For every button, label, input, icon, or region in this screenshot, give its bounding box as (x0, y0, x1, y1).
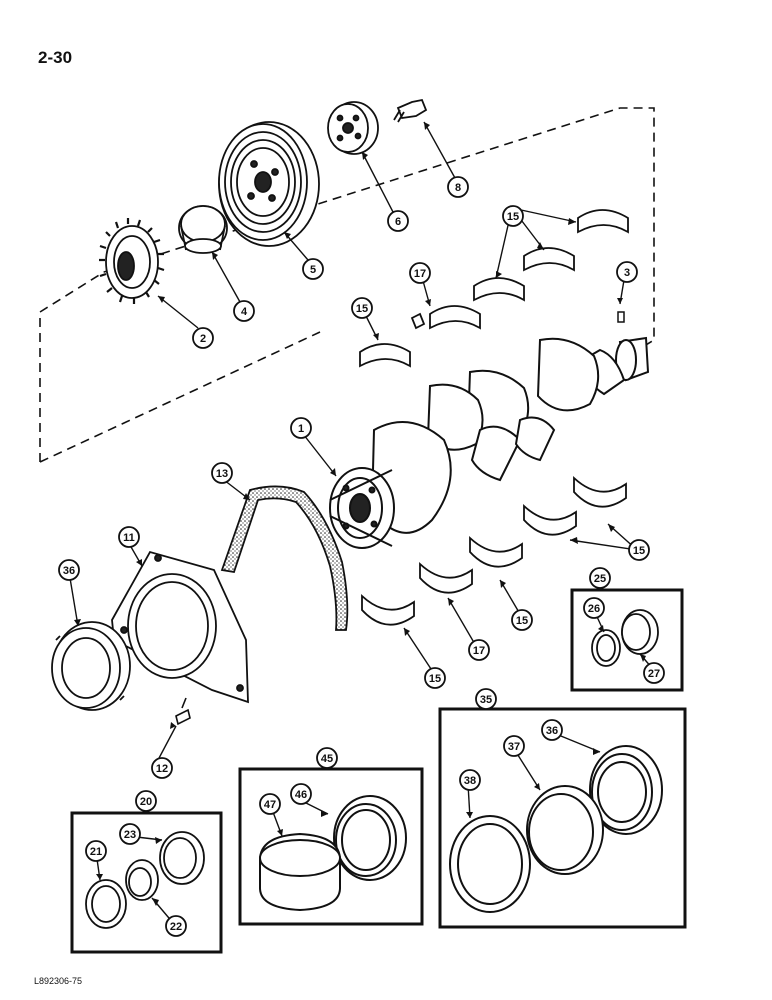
callout-8: 8 (455, 182, 461, 194)
callout-22: 22 (170, 921, 182, 933)
main-bearings-upper (359, 209, 629, 368)
callout-2: 2 (200, 333, 206, 345)
callout-circles (58, 176, 665, 937)
callout-15-upper-left: 15 (356, 303, 368, 315)
kit-45-parts (259, 795, 407, 912)
callout-1: 1 (298, 423, 304, 435)
callout-26: 26 (588, 603, 600, 615)
housing-bolt (175, 697, 191, 726)
dowel-pin (617, 311, 625, 323)
callout-6: 6 (395, 216, 401, 228)
kit-box-45 (238, 767, 424, 926)
callout-23: 23 (124, 829, 136, 841)
callout-36-kit: 36 (546, 725, 558, 737)
callout-21: 21 (90, 846, 102, 858)
callout-36-left: 36 (63, 565, 75, 577)
rear-cover-gasket (220, 485, 349, 631)
callout-11: 11 (123, 532, 135, 544)
kit-25-parts (591, 609, 659, 667)
pulley-bolt (393, 98, 428, 123)
callout-17-upper: 17 (414, 268, 426, 280)
rear-oil-seal (51, 621, 131, 711)
callout-13: 13 (216, 468, 228, 480)
crankshaft-pulley (218, 121, 320, 247)
kit-box-35 (438, 707, 687, 929)
callout-17-lower: 17 (473, 645, 485, 657)
callout-12: 12 (156, 763, 168, 775)
crankshaft (329, 336, 650, 549)
crankshaft-gear (99, 218, 165, 304)
main-bearings-lower (361, 475, 627, 626)
callout-15-lower-mid: 15 (516, 615, 528, 627)
callout-20: 20 (140, 796, 152, 808)
callout-27: 27 (648, 668, 660, 680)
callout-5: 5 (310, 264, 316, 276)
callout-3: 3 (624, 267, 630, 279)
figure-code: L892306-75 (34, 976, 83, 986)
callout-15-upper-right: 15 (507, 211, 519, 223)
callout-25: 25 (594, 573, 606, 585)
kit-20-parts (85, 831, 205, 929)
callout-4: 4 (241, 306, 248, 318)
rear-seal-housing (111, 550, 249, 704)
pulley-hub (327, 101, 379, 155)
callout-35: 35 (480, 694, 492, 706)
callout-15-lower-right: 15 (633, 545, 645, 557)
callout-45: 45 (321, 753, 333, 765)
callout-15-lower-left: 15 (429, 673, 441, 685)
kit-box-20 (70, 811, 223, 954)
callout-38: 38 (464, 775, 476, 787)
kit-35-parts (449, 745, 663, 913)
kit-box-25 (570, 588, 684, 692)
leader-arrowheads (74, 122, 646, 906)
wear-sleeve (178, 205, 228, 254)
callout-37: 37 (508, 741, 520, 753)
callout-47: 47 (264, 799, 276, 811)
callout-46: 46 (295, 789, 307, 801)
page-number: 2-30 (38, 48, 73, 67)
